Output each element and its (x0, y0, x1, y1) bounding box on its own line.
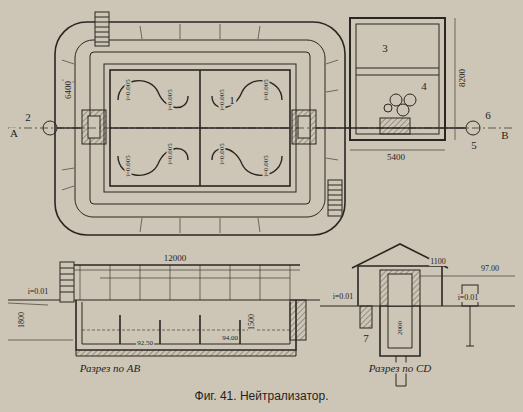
elevation-mark: 97.00 (480, 265, 500, 273)
slope-note: i=0.01 (457, 294, 480, 302)
dimension: 6400 (64, 80, 73, 100)
dimension: 1800 (18, 311, 26, 329)
slope-note: i=0.005 (125, 154, 132, 178)
slope-note: i=0.005 (167, 142, 174, 166)
callout-number: 4 (420, 81, 428, 92)
dimension: 8200 (458, 68, 467, 88)
section-cd (320, 244, 515, 386)
dimension: 2000 (397, 320, 404, 336)
slope-note: i=0.005 (219, 142, 226, 166)
callout-number: 7 (362, 333, 370, 344)
slope-note: i=0.005 (219, 88, 226, 112)
elevation-mark: 94.00 (221, 335, 239, 342)
section-letter: B (500, 130, 509, 141)
callout-number: 3 (381, 43, 389, 54)
callout-number: 5 (470, 140, 478, 151)
slope-note: i=0.005 (125, 78, 132, 102)
section-ab (8, 262, 320, 356)
slope-note: i=0.005 (263, 154, 270, 178)
section-title: Разрез по AB (79, 363, 142, 374)
dimension: 12000 (163, 254, 188, 263)
callout-number: 6 (484, 110, 492, 121)
slope-note: i=0.005 (167, 88, 174, 112)
plan-view (8, 12, 515, 235)
figure-caption: Фиг. 41. Нейтрализатор. (195, 389, 329, 403)
elevation-mark: 92.50 (136, 340, 154, 347)
callout-number: 1 (228, 95, 236, 106)
dimension: 5400 (386, 153, 406, 162)
dimension: 1500 (248, 313, 256, 331)
slope-note: i=0.005 (263, 78, 270, 102)
section-title: Разрез по CD (368, 363, 432, 374)
dimension: 1100 (429, 258, 447, 266)
callout-number: 2 (24, 112, 32, 123)
slope-note: i=0.01 (27, 288, 50, 296)
slope-note: i=0.01 (332, 293, 355, 301)
section-letter: A (9, 128, 19, 139)
